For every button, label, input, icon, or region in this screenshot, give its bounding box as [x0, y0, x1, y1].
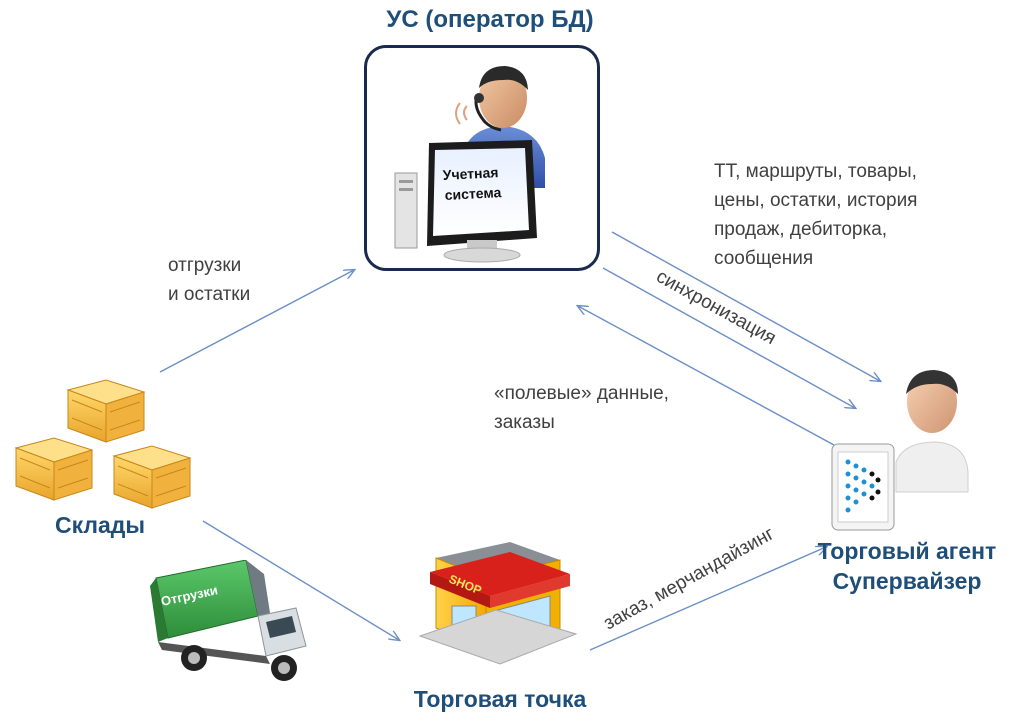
agent-person-icon [895, 370, 969, 493]
warehouse-boxes-icon [15, 379, 191, 509]
agent-title-line1: Торговый агент [817, 538, 997, 564]
shipments-label-line2: и остатки [168, 284, 251, 305]
arrow-shop-to-agent [589, 547, 826, 651]
monitor-label-line1: Учетная [442, 164, 498, 183]
accounting-title: УС (оператор БД) [386, 6, 594, 33]
arrow-sync-to-agent [602, 267, 855, 408]
shop-title: Торговая точка [413, 686, 587, 712]
field-data-label-line2: заказы [494, 412, 555, 433]
sync-label: синхронизация [653, 266, 780, 349]
shipments-label-line1: отгрузки [168, 255, 242, 276]
to-agent-label-line2: цены, остатки, история [714, 190, 918, 211]
accounting-system-box: Учетная система [364, 45, 600, 271]
to-agent-label: ТТ, маршруты, товары, цены, остатки, ист… [714, 157, 917, 273]
arrow-agent-to-accounting [578, 306, 835, 446]
agent-illustration [831, 370, 969, 531]
operator-illustration: Учетная система [394, 66, 545, 263]
field-data-label-line1: «полевые» данные, [494, 383, 669, 404]
tablet-icon [831, 443, 895, 531]
field-data-label: «полевые» данные, заказы [494, 379, 669, 437]
agent-title-line2: Супервайзер [832, 568, 982, 594]
agent-title: Торговый агент Супервайзер [790, 536, 1024, 596]
arrow-warehouses-to-accounting [159, 270, 354, 373]
to-agent-label-line3: продаж, дебиторка, [714, 219, 888, 240]
computer-tower-icon [394, 172, 418, 249]
warehouses-title: Склады [54, 512, 146, 538]
order-label: заказ, мерчандайзинг [600, 523, 778, 634]
monitor-label-line2: система [444, 184, 502, 203]
monitor-icon: Учетная система [427, 140, 537, 263]
arrow-warehouses-to-shop [202, 520, 399, 640]
shipments-label: отгрузки и остатки [168, 251, 250, 309]
arrow-accounting-to-agent [611, 231, 880, 381]
shop-icon: SHOP [418, 542, 578, 665]
truck-icon: Отгрузки [150, 560, 307, 681]
to-agent-label-line1: ТТ, маршруты, товары, [714, 161, 917, 182]
to-agent-label-line4: сообщения [714, 248, 814, 269]
